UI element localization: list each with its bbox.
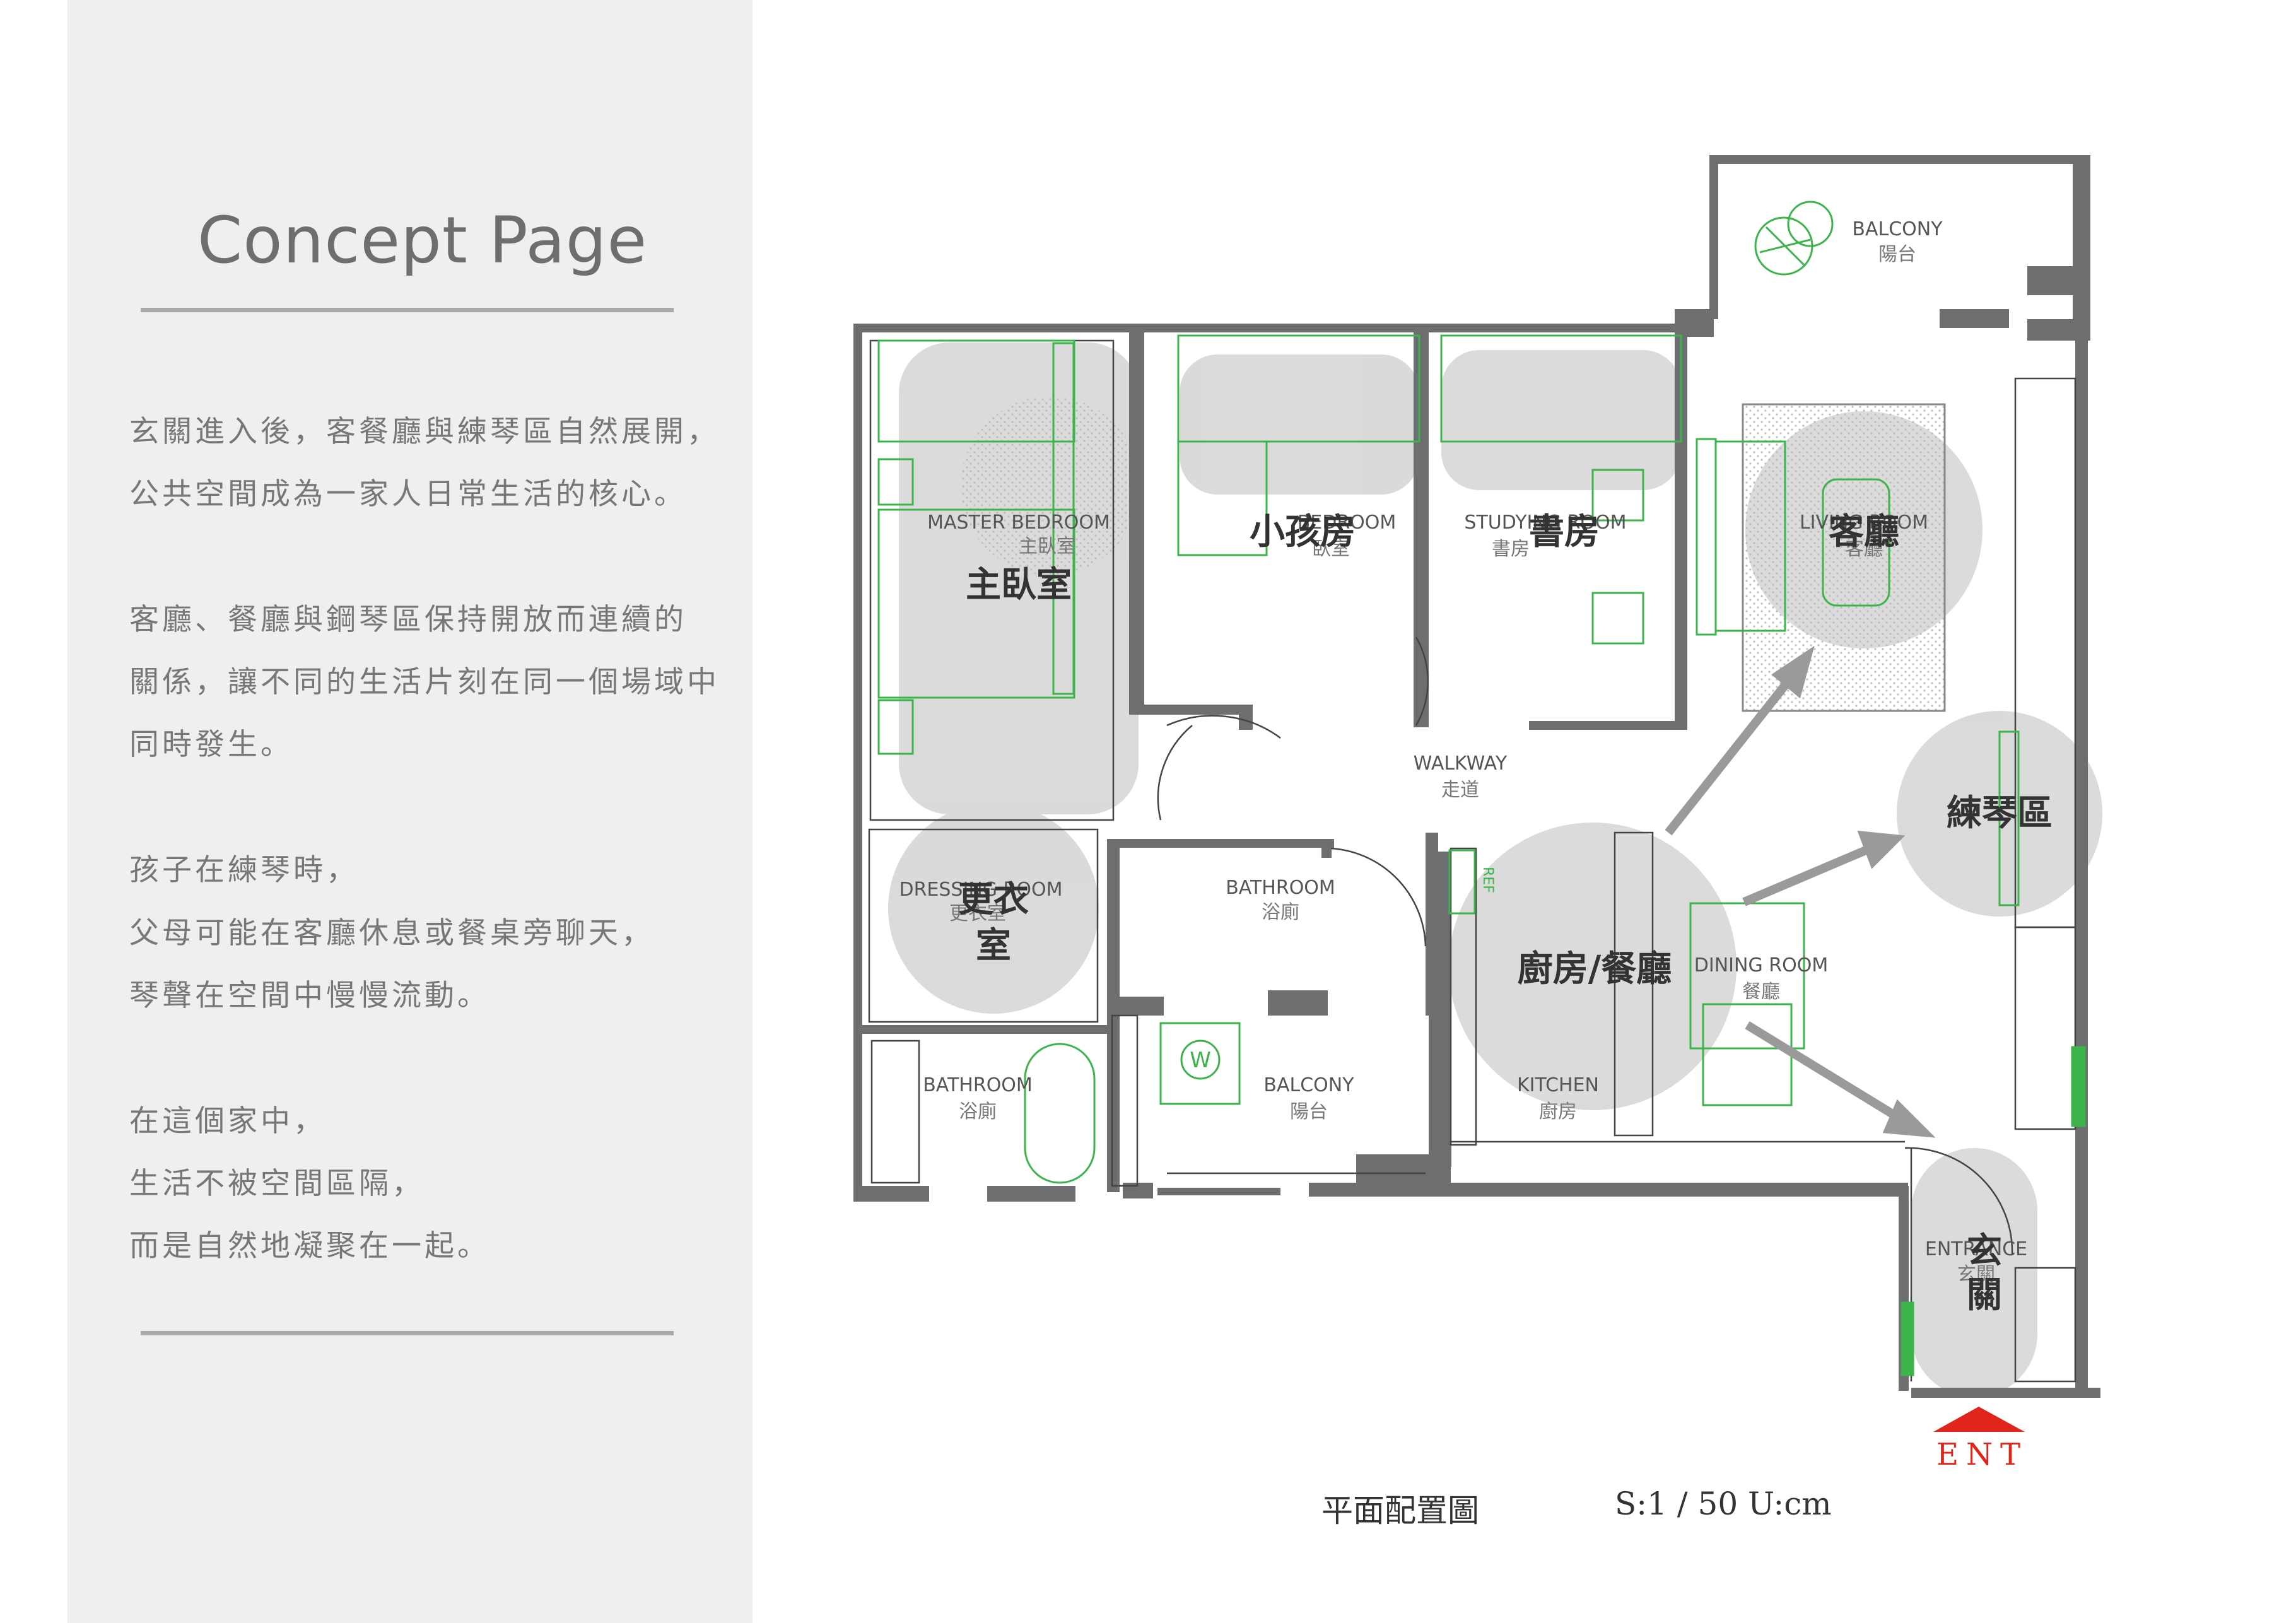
washer-box <box>1159 1022 1241 1105</box>
concept-panel <box>67 0 753 1623</box>
label-living: LIVING ROOM <box>1800 512 1928 534</box>
bed-kid <box>1177 334 1420 443</box>
flow-arrows <box>1665 645 1936 1138</box>
label-walkway-zh: 走道 <box>1441 779 1479 801</box>
paragraph-line: 而是自然地凝聚在一起。 <box>129 1229 490 1263</box>
paragraph-line: 客廳、餐廳與鋼琴區保持開放而連續的 <box>129 602 687 637</box>
label-kitchen: KITCHEN <box>1517 1074 1599 1096</box>
label-kid: BEDROOM <box>1297 512 1397 534</box>
label-dining: DINING ROOM <box>1694 954 1828 976</box>
bed-study <box>1440 334 1682 443</box>
bottom-divider <box>141 1331 674 1335</box>
ent-label: ENT <box>1936 1437 2029 1472</box>
label-dining-zh: 餐廳 <box>1742 981 1780 1003</box>
label-balcony-top-zh: 陽台 <box>1878 243 1916 266</box>
label-bath2: BATHROOM <box>1226 877 1335 899</box>
label-bath1: BATHROOM <box>923 1074 1033 1096</box>
zone-master-title: 主臥室 <box>966 565 1072 606</box>
paragraph-line: 生活不被空間區隔， <box>129 1166 425 1201</box>
furniture <box>877 334 2086 1376</box>
zone-piano-title: 練琴區 <box>1947 793 2053 834</box>
scale-label: S:1 / 50 U:cm <box>1615 1485 1832 1522</box>
paragraph-line: 公共空間成為一家人日常生活的核心。 <box>129 477 687 512</box>
paragraph-line: 在這個家中， <box>129 1104 326 1139</box>
label-balcony2-zh: 陽台 <box>1290 1101 1328 1123</box>
paragraph-line: 父母可能在客廳休息或餐桌旁聊天， <box>129 916 654 951</box>
paragraph-line: 同時發生。 <box>129 727 293 762</box>
label-study-zh: 書房 <box>1492 538 1530 560</box>
label-living-zh: 客廳 <box>1845 538 1883 560</box>
zone-study-title: 書房 <box>1529 512 1600 553</box>
label-master-zh: 主臥室 <box>1019 536 1075 558</box>
svg-text:更衣室: 更衣室 <box>958 879 1029 966</box>
living-rug <box>1742 403 1946 712</box>
plant-icon <box>1754 201 1834 276</box>
entrance-marker <box>1933 1407 2025 1432</box>
label-kitchen-zh: 廚房 <box>1539 1101 1577 1123</box>
label-dressing: DRESSING ROOM <box>899 879 1062 901</box>
bathtub <box>1024 1043 1096 1184</box>
svg-text:玄關: 玄關 <box>1967 1231 2002 1316</box>
zone-dressing-bg <box>888 803 1099 1014</box>
zone-kid-bg <box>1180 354 1419 495</box>
zone-living-title: 客廳 <box>1829 512 1899 553</box>
title-divider <box>141 308 674 312</box>
paragraph-line: 玄關進入後，客餐廳與練琴區自然展開， <box>129 414 720 449</box>
label-dressing-zh: 更衣室 <box>949 903 1006 925</box>
fridge-label: REF <box>1480 867 1496 893</box>
washer-icon <box>1180 1040 1221 1080</box>
coffee-table <box>1822 478 1890 607</box>
plan-label: 平面配置圖 <box>1321 1492 1479 1529</box>
label-master: MASTER BEDROOM <box>927 512 1110 534</box>
label-bath2-zh: 浴廁 <box>1262 901 1299 923</box>
label-walkway: WALKWAY <box>1414 753 1508 775</box>
label-bath1-zh: 浴廁 <box>959 1101 997 1123</box>
zone-kitchen-bg <box>1449 823 1737 1110</box>
page-title: Concept Page <box>197 203 648 278</box>
zone-kitchen-title: 廚房/餐廳 <box>1518 949 1672 990</box>
label-kid-zh: 臥室 <box>1312 538 1350 560</box>
zone-entrance-bg <box>1911 1148 2037 1397</box>
label-balcony-top: BALCONY <box>1852 218 1943 240</box>
zone-kid-title: 小孩房 <box>1250 512 1356 553</box>
paragraph-line: 關係，讓不同的生活片刻在同一個場域中 <box>129 665 720 700</box>
paragraph-line: 孩子在練琴時， <box>129 853 359 888</box>
label-balcony2: BALCONY <box>1263 1074 1354 1096</box>
sofa <box>1696 438 1717 636</box>
zone-study-bg <box>1441 350 1681 490</box>
label-entrance: ENTRANCE <box>1925 1238 2027 1260</box>
paragraph-line: 琴聲在空間中慢慢流動。 <box>129 978 490 1013</box>
zone-entrance-title: 玄關 <box>1967 1231 2002 1316</box>
washer-label: W <box>1190 1048 1211 1073</box>
label-study: STUDYING ROOM <box>1464 512 1626 534</box>
zone-dressing-title: 更衣室 <box>958 879 1029 966</box>
label-entrance-zh: 玄關 <box>1957 1263 1995 1286</box>
